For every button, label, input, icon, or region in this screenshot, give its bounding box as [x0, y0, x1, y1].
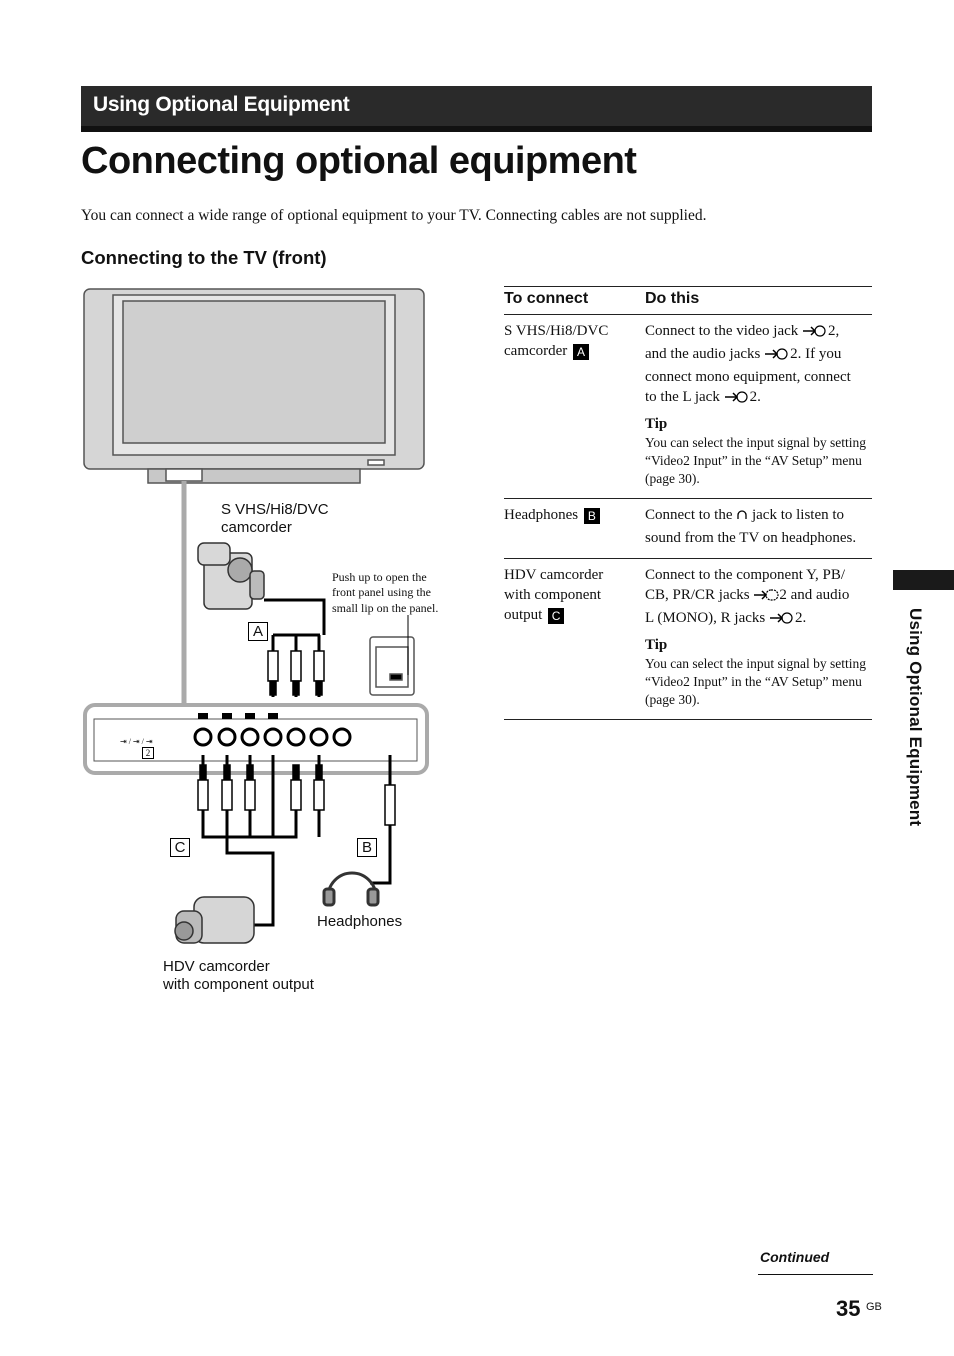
tip-text: You can select the input signal by setti…: [645, 435, 866, 486]
headphones-label: Headphones: [317, 913, 403, 930]
tip-heading: Tip: [645, 416, 668, 432]
headphones-illustration: [322, 871, 380, 907]
box-a: A: [248, 622, 268, 641]
device-text: HDV camcorder: [504, 567, 604, 583]
instruction-text: 2 and audio: [779, 587, 850, 603]
section-header-text: Using Optional Equipment: [93, 93, 350, 116]
panel-note-line-3: small lip on the panel.: [332, 601, 439, 615]
tip-text: You can select the input signal by setti…: [645, 656, 866, 707]
plugs-c: [197, 764, 325, 811]
input-jack-icon: [724, 390, 750, 410]
panel-note-line-2: front panel using the: [332, 585, 431, 599]
instruction-cell: Connect to the component Y, PB/ CB, PR/C…: [645, 558, 872, 720]
letter-badge: A: [573, 344, 590, 360]
page-suffix: GB: [866, 1301, 882, 1313]
instruction-text: Connect to the video jack: [645, 323, 799, 339]
panel-note-line-1: Push up to open the: [332, 570, 427, 584]
table-row: HDV camcorder with component output C Co…: [504, 558, 872, 720]
instruction-text: sound from the TV on headphones.: [645, 530, 857, 546]
side-tab-marker: [893, 570, 954, 590]
connection-diagram: S VHS/Hi8/DVC camcorder Push up to open …: [80, 285, 480, 1005]
intro-paragraph: You can connect a wide range of optional…: [81, 207, 707, 224]
box-b: B: [357, 838, 377, 857]
camcorder-a-label-1: S VHS/Hi8/DVC: [221, 501, 329, 518]
device-text: S VHS/Hi8/DVC: [504, 323, 609, 339]
input-jack-icon: [769, 611, 795, 631]
instruction-text: 2,: [828, 323, 840, 339]
section-header-bar: Using Optional Equipment: [81, 86, 872, 126]
table-row: Headphones B Connect to the jack to list…: [504, 498, 872, 559]
col-header-to-connect: To connect: [504, 286, 645, 315]
instruction-text: connect mono equipment, connect: [645, 369, 851, 385]
instruction-text: 2.: [749, 389, 761, 405]
page-number: 35: [836, 1296, 861, 1321]
instruction-text: and the audio jacks: [645, 346, 761, 362]
component-jack-icon: [753, 588, 779, 608]
box-c: C: [170, 838, 190, 857]
device-cell: Headphones B: [504, 498, 645, 559]
diagram-illustration: [83, 288, 429, 944]
continued-rule: [758, 1274, 873, 1275]
device-text: Headphones: [504, 507, 579, 523]
side-tab-label: Using Optional Equipment: [906, 608, 925, 827]
tv-illustration: [83, 288, 425, 484]
continued-label: Continued: [760, 1249, 830, 1265]
instruction-text: L (MONO), R jacks: [645, 610, 766, 626]
instruction-cell: Connect to the jack to listen to sound f…: [645, 498, 872, 559]
headphones-icon: [736, 508, 748, 528]
instruction-text: jack to listen to: [751, 507, 845, 523]
device-text: camcorder: [504, 343, 568, 359]
hdv-camcorder-illustration: [174, 896, 255, 944]
input-jack-icon: [802, 324, 828, 344]
instruction-text: CB, PR/CR jacks: [645, 587, 750, 603]
instruction-text: 2.: [795, 610, 807, 626]
camcorder-a-label-2: camcorder: [221, 519, 292, 536]
instruction-text: 2. If you: [790, 346, 842, 362]
page-title: Connecting optional equipment: [81, 140, 637, 182]
device-text: with component: [504, 587, 602, 603]
subheading: Connecting to the TV (front): [81, 247, 327, 268]
device-text: output: [504, 607, 543, 623]
section-header-rule: [81, 126, 872, 132]
instruction-text: Connect to the: [645, 507, 733, 523]
col-header-do-this: Do this: [645, 286, 872, 315]
hdv-label-2: with component output: [163, 976, 314, 993]
instruction-text: Connect to the component Y, PB/: [645, 567, 845, 583]
plugs-a: [267, 650, 325, 696]
connection-table: To connect Do this S VHS/Hi8/DVC camcord…: [504, 286, 872, 720]
input-jack-icon: [764, 347, 790, 367]
panel-detail-inset: [369, 615, 415, 696]
panel-jack-number: 2: [142, 747, 154, 759]
instruction-cell: Connect to the video jack 2, and the aud…: [645, 314, 872, 499]
device-cell: HDV camcorder with component output C: [504, 558, 645, 720]
tip-heading: Tip: [645, 637, 668, 653]
panel-jack-symbols: ⇥ / ⇥ / ⇥: [120, 737, 153, 746]
front-panel: [83, 703, 429, 775]
camcorder-a-illustration: [197, 542, 265, 610]
letter-badge: C: [548, 608, 565, 624]
hdv-label-1: HDV camcorder: [163, 958, 270, 975]
letter-badge: B: [583, 508, 600, 524]
instruction-text: to the L jack: [645, 389, 720, 405]
device-cell: S VHS/Hi8/DVC camcorder A: [504, 314, 645, 499]
table-row: S VHS/Hi8/DVC camcorder A Connect to the…: [504, 314, 872, 499]
